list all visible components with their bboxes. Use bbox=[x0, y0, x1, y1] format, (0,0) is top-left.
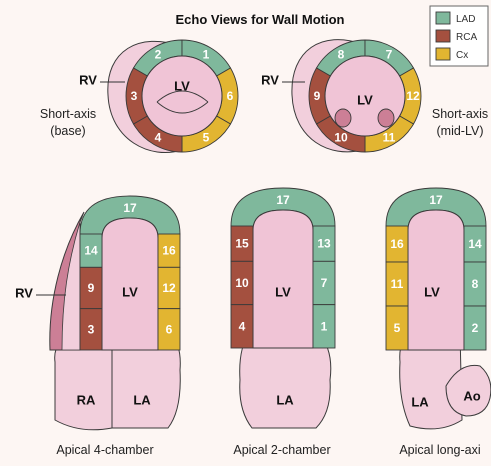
segment-label-10-a2c: 10 bbox=[235, 276, 249, 290]
segments-alax: 17 16 11 5 14 8 2 bbox=[386, 188, 486, 350]
legend-swatch-rca bbox=[436, 30, 450, 42]
segment-label-4-base: 4 bbox=[155, 131, 162, 145]
lv-label-base: LV bbox=[174, 79, 190, 94]
segment-label-5-alax: 5 bbox=[394, 321, 401, 335]
segment-label-10-mid: 10 bbox=[334, 131, 348, 145]
lv-cavity-a2c bbox=[253, 210, 313, 348]
segment-label-3-base: 3 bbox=[131, 89, 138, 103]
view-title-alax: Apical long-axi bbox=[399, 443, 480, 457]
segment-label-14-alax: 14 bbox=[468, 237, 482, 251]
rv-label-mid: RV bbox=[261, 73, 279, 88]
segment-label-15-a2c: 15 bbox=[235, 237, 249, 251]
segment-label-1-a2c: 1 bbox=[321, 319, 328, 333]
segment-label-13-a2c: 13 bbox=[317, 237, 331, 251]
segment-label-1-base: 1 bbox=[203, 47, 210, 61]
segment-label-3-a4c: 3 bbox=[88, 322, 95, 336]
legend-label-lad: LAD bbox=[456, 14, 475, 25]
segment-label-17-a2c: 17 bbox=[276, 193, 290, 207]
legend-label-rca: RCA bbox=[456, 32, 477, 43]
legend-label-cx: Cx bbox=[456, 50, 468, 61]
lv-label-a2c: LV bbox=[275, 285, 291, 300]
segment-label-17-a4c: 17 bbox=[123, 201, 137, 215]
segment-label-12-a4c: 12 bbox=[162, 281, 176, 295]
ao-label-alax: Ao bbox=[463, 389, 480, 404]
papillary-muscle-anterolateral bbox=[378, 109, 394, 127]
la-label-a4c: LA bbox=[133, 393, 151, 408]
legend: LAD RCA Cx bbox=[430, 6, 488, 66]
view-title-a2c: Apical 2-chamber bbox=[233, 443, 330, 457]
rv-label-base: RV bbox=[79, 73, 97, 88]
segment-label-11-mid: 11 bbox=[383, 131, 396, 145]
segment-label-7-a2c: 7 bbox=[321, 276, 328, 290]
segment-label-8-mid: 8 bbox=[338, 47, 345, 61]
short-axis-base-view: 2 1 6 5 4 3 LV RV Short-axis (base) bbox=[40, 40, 238, 153]
view-title-sax-mid: Short-axis bbox=[432, 107, 488, 121]
segment-label-2-base: 2 bbox=[155, 47, 162, 61]
lv-cavity-base bbox=[142, 56, 222, 136]
segment-label-11-alax: 11 bbox=[391, 277, 404, 291]
view-subtitle-sax-mid: (mid-LV) bbox=[437, 124, 484, 138]
view-title-a4c: Apical 4-chamber bbox=[56, 443, 153, 457]
segment-label-6-a4c: 6 bbox=[166, 322, 173, 336]
lv-cavity-alax bbox=[408, 210, 464, 350]
apical-4-chamber-view: 17 14 9 3 16 12 6 LV RV RA LA Apical 4-chamber bbox=[15, 196, 180, 457]
lv-label-alax: LV bbox=[424, 285, 440, 300]
segment-label-9-mid: 9 bbox=[314, 89, 321, 103]
segment-label-14-a4c: 14 bbox=[84, 244, 98, 258]
segment-label-16-a4c: 16 bbox=[162, 244, 176, 258]
apical-2-chamber-view: 17 15 10 4 13 7 1 LV LA Apical 2-chamber bbox=[231, 188, 335, 457]
segment-label-16-alax: 16 bbox=[390, 237, 404, 251]
segment-label-7-mid: 7 bbox=[386, 47, 393, 61]
segment-label-4-a2c: 4 bbox=[239, 319, 246, 333]
segment-label-2-alax: 2 bbox=[472, 321, 479, 335]
papillary-muscle-posteromedial bbox=[335, 109, 351, 127]
lv-label-a4c: LV bbox=[122, 285, 138, 300]
ra-label-a4c: RA bbox=[77, 393, 96, 408]
segment-label-12-mid: 12 bbox=[406, 89, 420, 103]
segment-label-5-base: 5 bbox=[203, 131, 210, 145]
apical-long-axis-view: 17 16 11 5 14 8 2 LV LA Ao Apical long-axi bbox=[386, 188, 491, 457]
segment-label-8-alax: 8 bbox=[472, 277, 479, 291]
lv-label-mid: LV bbox=[357, 93, 373, 108]
rv-label-a4c: RV bbox=[15, 286, 33, 301]
la-label-a2c: LA bbox=[276, 393, 294, 408]
view-title-sax-base: Short-axis bbox=[40, 107, 96, 121]
segment-ring-base: 2 1 6 5 4 3 bbox=[126, 40, 238, 152]
segment-label-6-base: 6 bbox=[227, 89, 234, 103]
view-subtitle-sax-base: (base) bbox=[50, 124, 85, 138]
segment-label-17-alax: 17 bbox=[429, 193, 443, 207]
segment-label-9-a4c: 9 bbox=[88, 281, 95, 295]
segments-a4c: 17 14 9 3 16 12 6 bbox=[80, 196, 180, 350]
segments-a2c: 17 15 10 4 13 7 1 bbox=[231, 188, 335, 348]
legend-swatch-lad bbox=[436, 12, 450, 24]
diagram-title: Echo Views for Wall Motion bbox=[175, 12, 344, 27]
la-label-alax: LA bbox=[411, 395, 429, 410]
legend-swatch-cx bbox=[436, 48, 450, 60]
